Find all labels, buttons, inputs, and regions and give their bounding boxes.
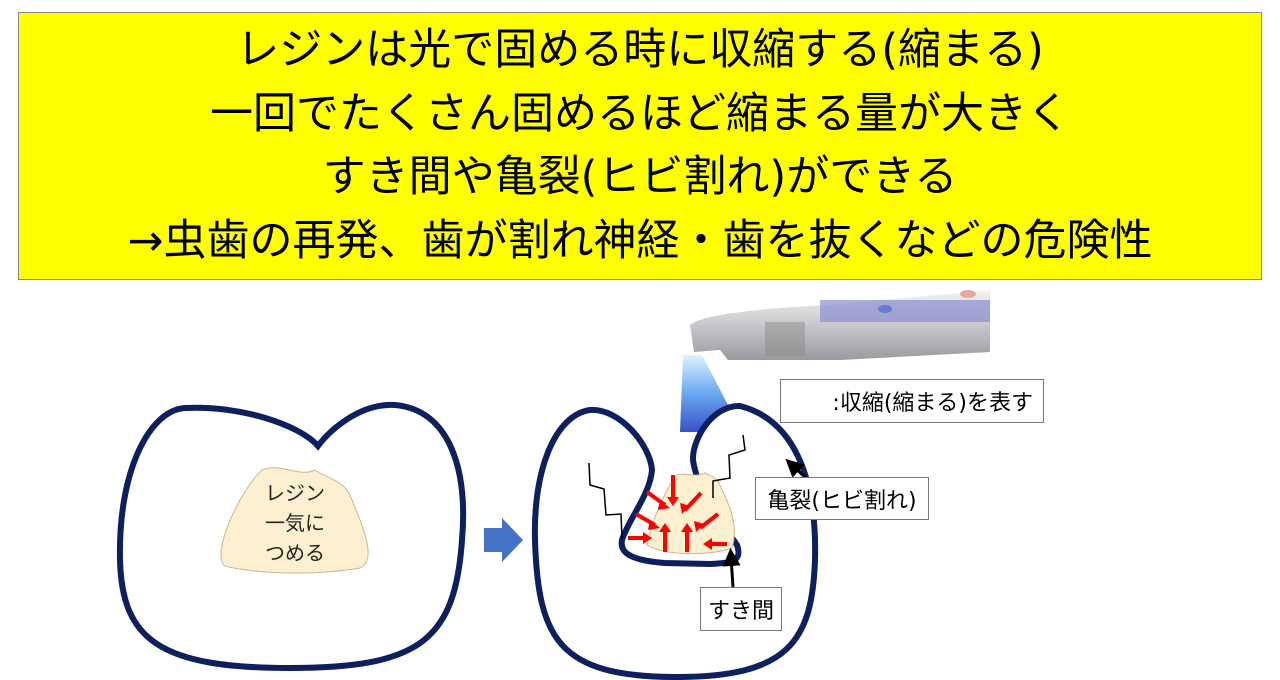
resin-label-line-1: レジン: [265, 481, 325, 505]
headline-line-3: すき間や亀裂(ヒビ割れ)ができる: [322, 152, 958, 203]
headline-line-4: →虫歯の再発、歯が割れ神経・歯を抜くなどの危険性: [127, 215, 1153, 266]
tooth-before: [116, 401, 467, 672]
crack-line-right: [712, 434, 746, 498]
legend-text: :収縮(縮まる)を表す: [832, 391, 1033, 416]
legend-box: :収縮(縮まる)を表す: [780, 379, 1044, 423]
crack-line-left: [588, 462, 623, 539]
transition-arrow-icon: [484, 518, 523, 562]
gap-label-text: すき間: [707, 599, 774, 624]
resin-label: レジン 一気に つめる: [230, 478, 360, 568]
resin-label-line-2: 一気に: [265, 511, 325, 535]
resin-label-line-3: つめる: [265, 541, 325, 565]
headline-line-2: 一回でたくさん固めるほど縮まる量が大きく: [210, 88, 1070, 139]
crack-label-text: 亀裂(ヒビ割れ): [767, 488, 917, 514]
resin-fill: [220, 467, 369, 574]
tooth-after: [531, 402, 819, 680]
crack-label: 亀裂(ヒビ割れ): [755, 477, 929, 520]
headline-line-1: レジンは光で固める時に収縮する(縮まる): [236, 25, 1044, 76]
gap-label: すき間: [700, 587, 782, 631]
headline-banner: レジンは光で固める時に収縮する(縮まる) 一回でたくさん固めるほど縮まる量が大き…: [18, 12, 1262, 280]
shrink-arrow-heads: [643, 497, 712, 550]
